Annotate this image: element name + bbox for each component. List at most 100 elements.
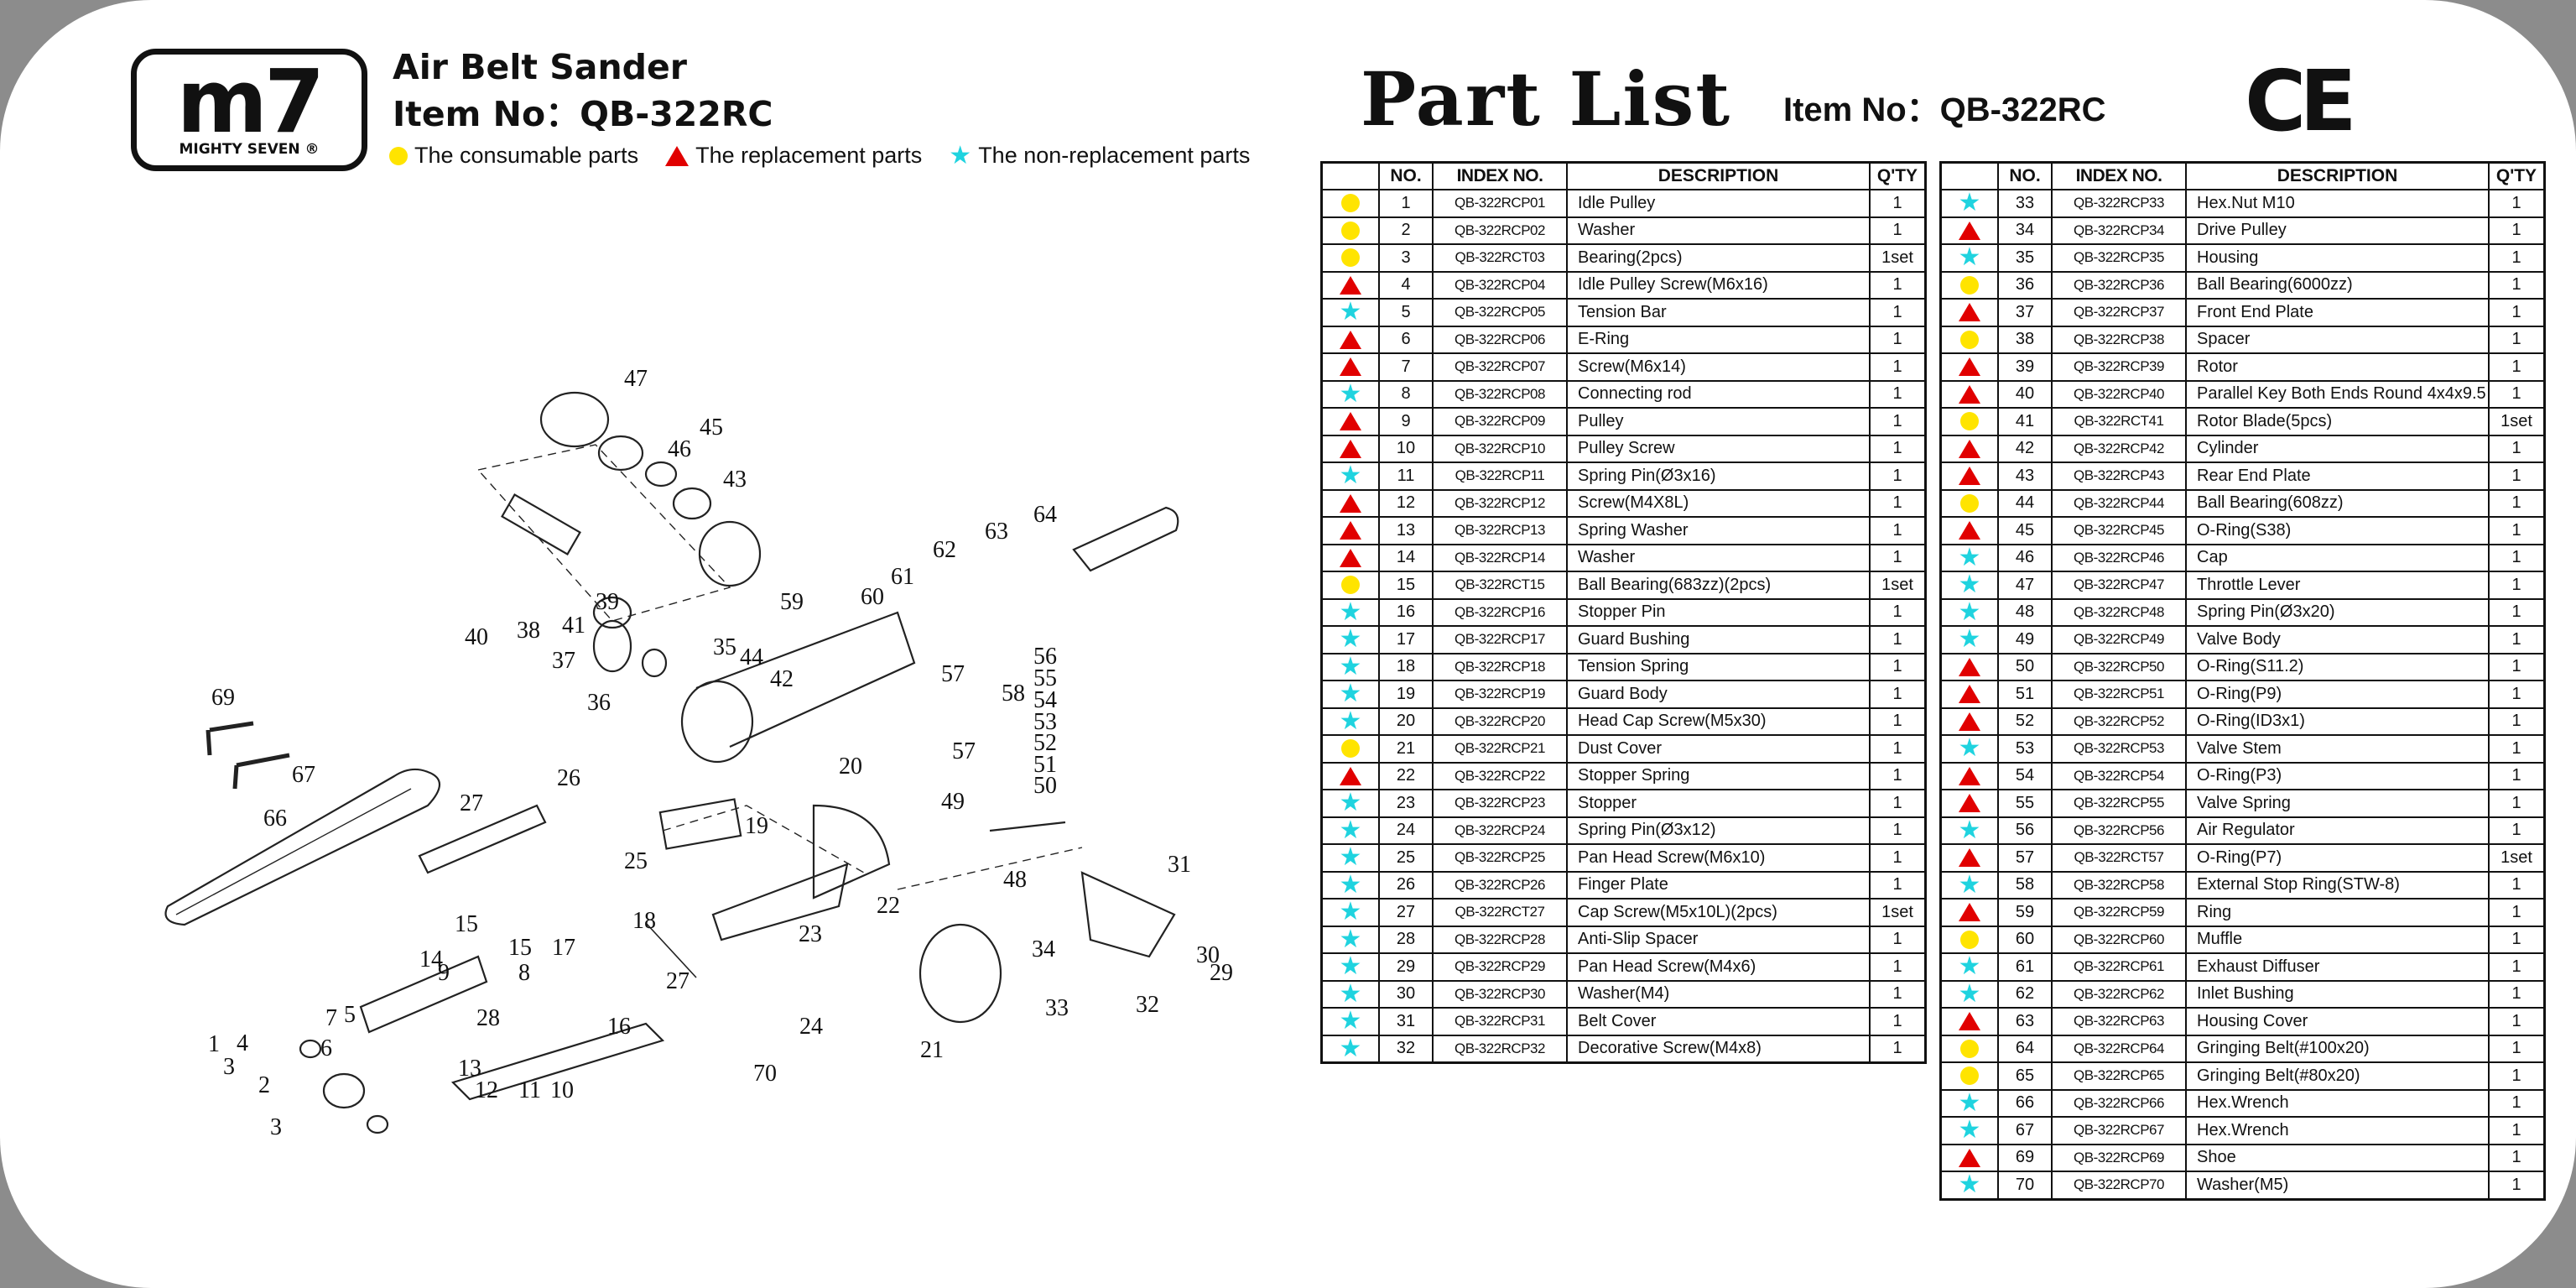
callout-label: 33 xyxy=(1045,995,1069,1021)
part-no: 17 xyxy=(1378,625,1434,654)
callout-label: 55 xyxy=(1033,665,1057,691)
part-description: Screw(M6x14) xyxy=(1566,352,1871,382)
callout-label: 43 xyxy=(723,467,747,493)
part-index-no: QB-322RCP61 xyxy=(2051,952,2187,982)
part-index-no: QB-322RCP53 xyxy=(2051,734,2187,764)
part-description: Belt Cover xyxy=(1566,1007,1871,1036)
callout-label: 46 xyxy=(668,436,691,462)
cyan-star-icon xyxy=(1959,874,1981,896)
part-description: Spring Pin(Ø3x12) xyxy=(1566,816,1871,845)
part-description: Ball Bearing(683zz)(2pcs) xyxy=(1566,571,1871,600)
yellow-circle-icon xyxy=(1960,330,1979,349)
legend-label: The non-replacement parts xyxy=(978,143,1251,168)
symbol-cell xyxy=(1320,789,1380,818)
part-no: 48 xyxy=(1997,597,2053,627)
part-no: 53 xyxy=(1997,734,2053,764)
symbol-cell xyxy=(1939,761,1999,790)
legend-label: The replacement parts xyxy=(695,143,923,168)
callout-label: 8 xyxy=(518,960,530,986)
part-no: 56 xyxy=(1997,816,2053,845)
callout-label: 50 xyxy=(1033,773,1057,799)
part-qty: 1 xyxy=(1869,952,1927,982)
part-no: 3 xyxy=(1378,243,1434,273)
part-no: 27 xyxy=(1378,898,1434,927)
symbol-cell xyxy=(1939,1034,1999,1063)
part-qty: 1 xyxy=(2488,216,2546,245)
cyan-star-icon xyxy=(1959,1092,1981,1114)
part-description: O-Ring(S11.2) xyxy=(2185,652,2490,681)
part-index-no: QB-322RCP40 xyxy=(2051,379,2187,409)
part-no: 4 xyxy=(1378,270,1434,300)
symbol-cell xyxy=(1939,543,1999,572)
red-triangle-icon xyxy=(1959,521,1980,540)
part-qty: 1 xyxy=(2488,625,2546,654)
part-description: Stopper Pin xyxy=(1566,597,1871,627)
symbol-cell xyxy=(1939,298,1999,327)
symbol-cell xyxy=(1320,216,1380,245)
cyan-star-icon xyxy=(1340,683,1362,705)
part-no: 38 xyxy=(1997,325,2053,354)
motor-bearing-shape xyxy=(680,680,754,764)
cyan-star-icon xyxy=(1959,956,1981,978)
part-no: 22 xyxy=(1378,761,1434,790)
part-qty: 1 xyxy=(1869,189,1927,218)
callout-label: 11 xyxy=(518,1077,541,1103)
part-description: Washer(M4) xyxy=(1566,979,1871,1009)
part-index-no: QB-322RCP24 xyxy=(1432,816,1568,845)
part-qty: 1 xyxy=(1869,680,1927,709)
part-index-no: QB-322RCP54 xyxy=(2051,761,2187,790)
part-description: Pan Head Screw(M6x10) xyxy=(1566,843,1871,873)
callout-label: 37 xyxy=(552,648,575,674)
part-index-no: QB-322RCP07 xyxy=(1432,352,1568,382)
part-description: Exhaust Diffuser xyxy=(2185,952,2490,982)
part-description: Housing xyxy=(2185,243,2490,273)
symbol-cell xyxy=(1939,625,1999,654)
part-index-no: QB-322RCP28 xyxy=(1432,925,1568,954)
part-no: 52 xyxy=(1997,707,2053,736)
part-no: 29 xyxy=(1378,952,1434,982)
part-description: Hex.Wrench xyxy=(2185,1088,2490,1118)
red-triangle-icon xyxy=(1959,467,1980,486)
part-description: Screw(M4X8L) xyxy=(1566,488,1871,518)
part-index-no: QB-322RCT27 xyxy=(1432,898,1568,927)
part-description: Cylinder xyxy=(2185,434,2490,463)
callout-label: 56 xyxy=(1033,644,1057,670)
callout-label: 57 xyxy=(952,738,976,764)
cyan-star-icon xyxy=(1340,874,1362,896)
part-no: 46 xyxy=(1997,543,2053,572)
part-no: 26 xyxy=(1378,870,1434,900)
symbol-cell xyxy=(1939,898,1999,927)
part-description: Spring Washer xyxy=(1566,516,1871,545)
part-qty: 1 xyxy=(2488,325,2546,354)
symbol-cell xyxy=(1320,816,1380,845)
cyan-star-icon: ★ xyxy=(949,141,972,169)
legend-replacement: The replacement parts xyxy=(665,143,922,169)
red-triangle-icon xyxy=(1959,1012,1980,1031)
callout-label: 52 xyxy=(1033,730,1057,756)
symbol-cell xyxy=(1320,325,1380,354)
callout-label: 60 xyxy=(861,584,884,610)
red-triangle-icon xyxy=(1340,357,1361,377)
part-description: Ring xyxy=(2185,898,2490,927)
part-index-no: QB-322RCP09 xyxy=(1432,407,1568,436)
cyan-star-icon xyxy=(1340,301,1362,323)
part-no: 18 xyxy=(1378,652,1434,681)
callout-label: 62 xyxy=(933,537,956,563)
yellow-circle-icon xyxy=(1960,275,1979,295)
brand-logo: m7 MIGHTY SEVEN ® xyxy=(131,49,367,171)
